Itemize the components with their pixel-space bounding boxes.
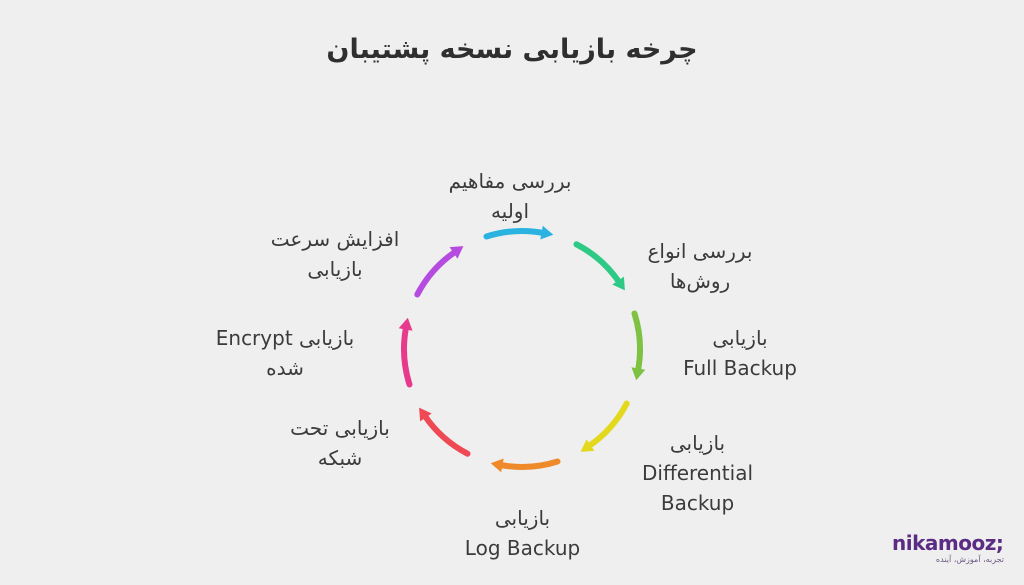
step-label-encrypted-restore: بازیابی Encrypt شده	[215, 326, 355, 380]
cycle-arrow-method-types	[573, 241, 625, 291]
arrowhead-method-types	[612, 276, 625, 291]
arrowhead-full-backup	[631, 367, 646, 381]
arrowhead-speed-up	[449, 246, 464, 259]
cycle-arrow-differential-backup	[580, 400, 630, 452]
cycle-arrow-log-backup	[490, 458, 561, 473]
arrowhead-differential-backup	[580, 439, 595, 452]
arrowhead-network-restore	[419, 407, 432, 422]
step-label-network-restore: بازیابی تحت شبکه	[290, 416, 390, 470]
step-label-method-types: بررسی انواع روش‌ها	[647, 239, 753, 293]
cycle-arrow-encrypted-restore	[398, 317, 413, 388]
step-label-differential-backup: بازیابی Differential Backup	[641, 431, 753, 515]
step-label-basic-concepts: بررسی مفاهیم اولیه	[448, 169, 572, 223]
nikamooz-logo: nikamooz; تجربه، آموزش، آینده	[892, 532, 1004, 565]
cycle-arrow-speed-up	[414, 246, 464, 298]
cycle-arrow-full-backup	[631, 310, 646, 381]
cycle-arrow-network-restore	[419, 407, 471, 457]
logo-tagline: تجربه، آموزش، آینده	[935, 555, 1004, 564]
cycle-arrow-basic-concepts	[483, 225, 554, 240]
arrowhead-log-backup	[490, 458, 504, 473]
step-label-speed-up: افزایش سرعت بازیابی	[270, 227, 400, 281]
arrowhead-basic-concepts	[540, 225, 554, 240]
step-label-log-backup: بازیابی Log Backup	[464, 506, 581, 560]
logo-wordmark: nikamooz;	[892, 531, 1004, 555]
arrowhead-encrypted-restore	[398, 317, 413, 331]
diagram-title: چرخه بازیابی نسخه پشتیبان	[326, 34, 698, 65]
step-label-full-backup: بازیابی Full Backup	[683, 326, 797, 380]
